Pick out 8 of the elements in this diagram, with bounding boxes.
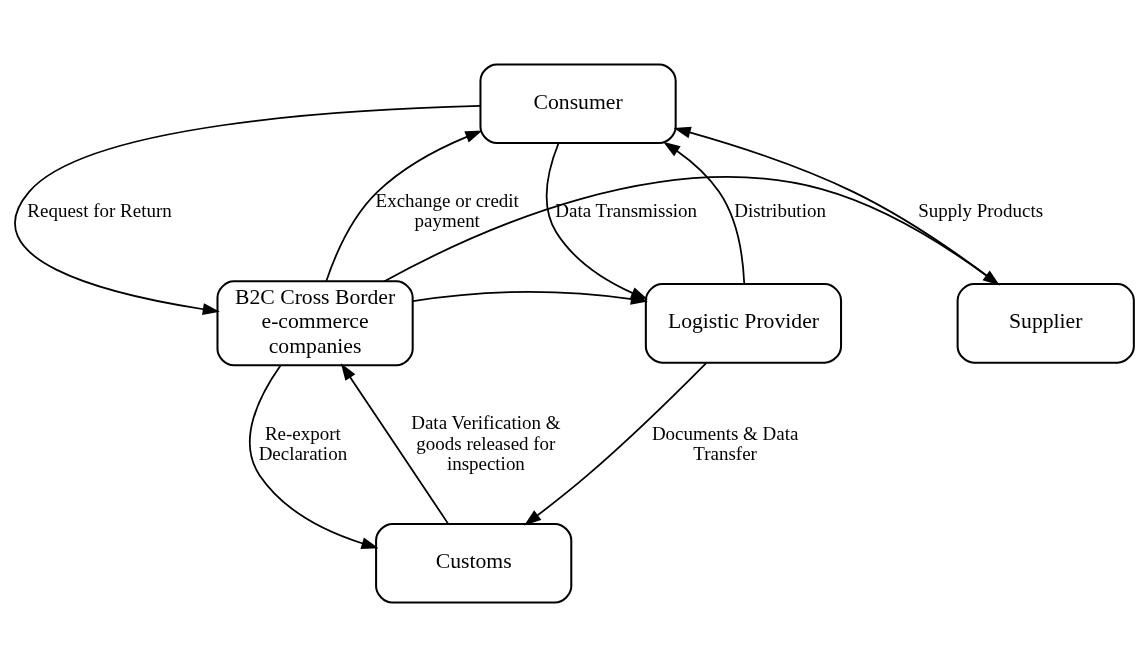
edge-label: Distribution (734, 199, 826, 221)
edge-label: Re-export Declaration (258, 422, 348, 464)
edge-label: Data Transmission (555, 199, 698, 221)
edge-label: Exchange or credit payment (375, 189, 519, 231)
edge-label: Data Verification & goods released for inspection (411, 411, 561, 474)
edge-label: Documents & Data Transfer (651, 422, 799, 464)
edge-label: Supply Products (918, 199, 1044, 221)
edge-label: Request for Return (27, 199, 172, 221)
